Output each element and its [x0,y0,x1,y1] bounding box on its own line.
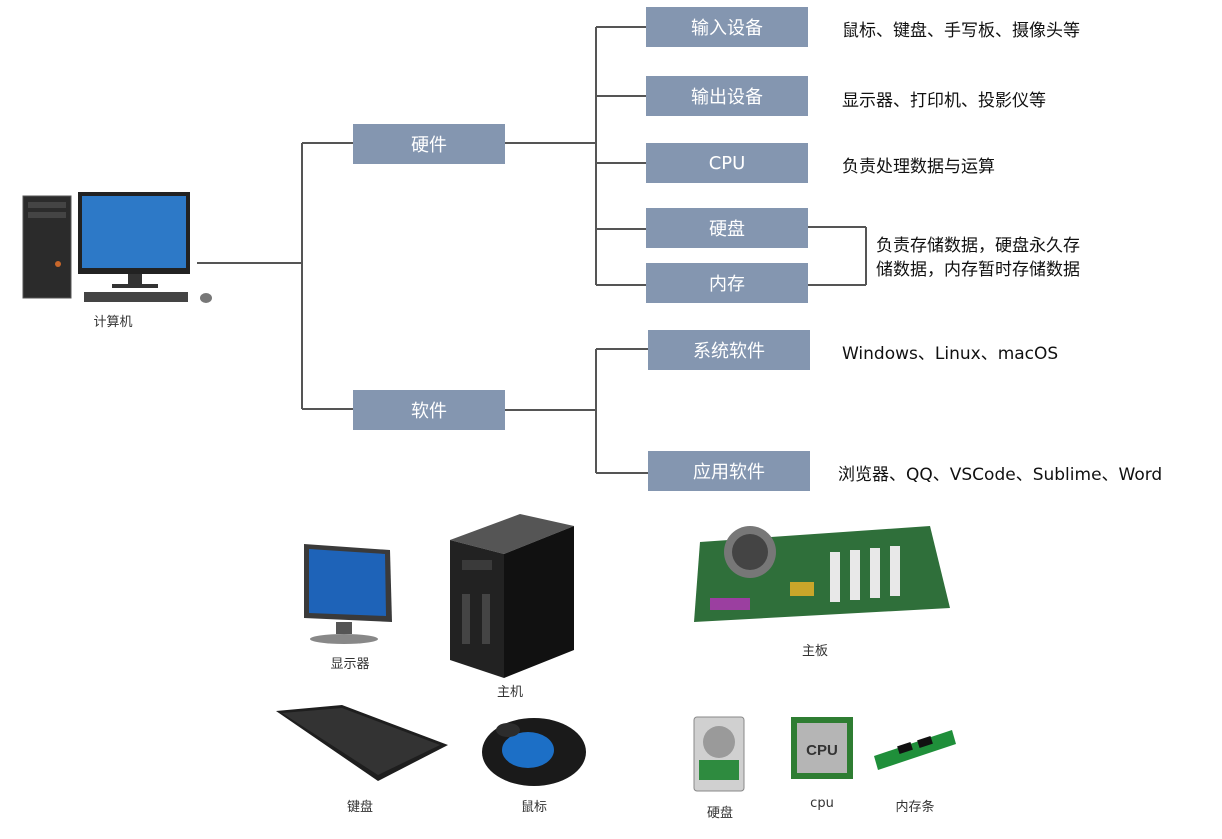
computer-illustration [20,190,215,305]
node-output-devices: 输出设备 [646,76,808,116]
keyboard-illustration [272,703,450,783]
node-memory: 内存 [646,263,808,303]
node-system-software: 系统软件 [648,330,810,370]
ram-caption: 内存条 [895,800,935,815]
cpu-chip-text: CPU [806,742,838,759]
monitor-illustration [298,540,398,646]
node-input-devices: 输入设备 [646,7,808,47]
node-application-software: 应用软件 [648,451,810,491]
desc-storage-line-2: 储数据，内存暂时存储数据 [876,260,1080,280]
desc-input-devices: 鼠标、键盘、手写板、摄像头等 [842,21,1080,41]
hdd-caption: 硬盘 [706,806,733,821]
motherboard-caption: 主板 [801,644,828,659]
desc-storage: 负责存储数据，硬盘永久存 储数据，内存暂时存储数据 [876,234,1116,282]
motherboard-illustration [690,512,952,630]
host-illustration [448,510,578,680]
node-hdd: 硬盘 [646,208,808,248]
mouse-caption: 鼠标 [520,800,547,815]
root-label: 计算机 [93,315,133,330]
host-caption: 主机 [496,685,523,700]
node-cpu: CPU [646,143,808,183]
monitor-caption: 显示器 [330,657,370,672]
mouse-illustration [480,710,590,792]
cpu-illustration: CPU [790,716,854,780]
cpu-caption: cpu [810,796,834,811]
desc-application-software: 浏览器、QQ、VSCode、Sublime、Word [838,465,1163,485]
hdd-illustration [693,716,745,792]
node-software: 软件 [353,390,505,430]
node-hardware: 硬件 [353,124,505,164]
desc-output-devices: 显示器、打印机、投影仪等 [842,91,1046,111]
desc-system-software: Windows、Linux、macOS [842,344,1059,364]
desc-storage-line-1: 负责存储数据，硬盘永久存 [876,236,1080,256]
ram-illustration [872,726,958,774]
desc-cpu: 负责处理数据与运算 [842,157,995,177]
keyboard-caption: 键盘 [346,800,373,815]
